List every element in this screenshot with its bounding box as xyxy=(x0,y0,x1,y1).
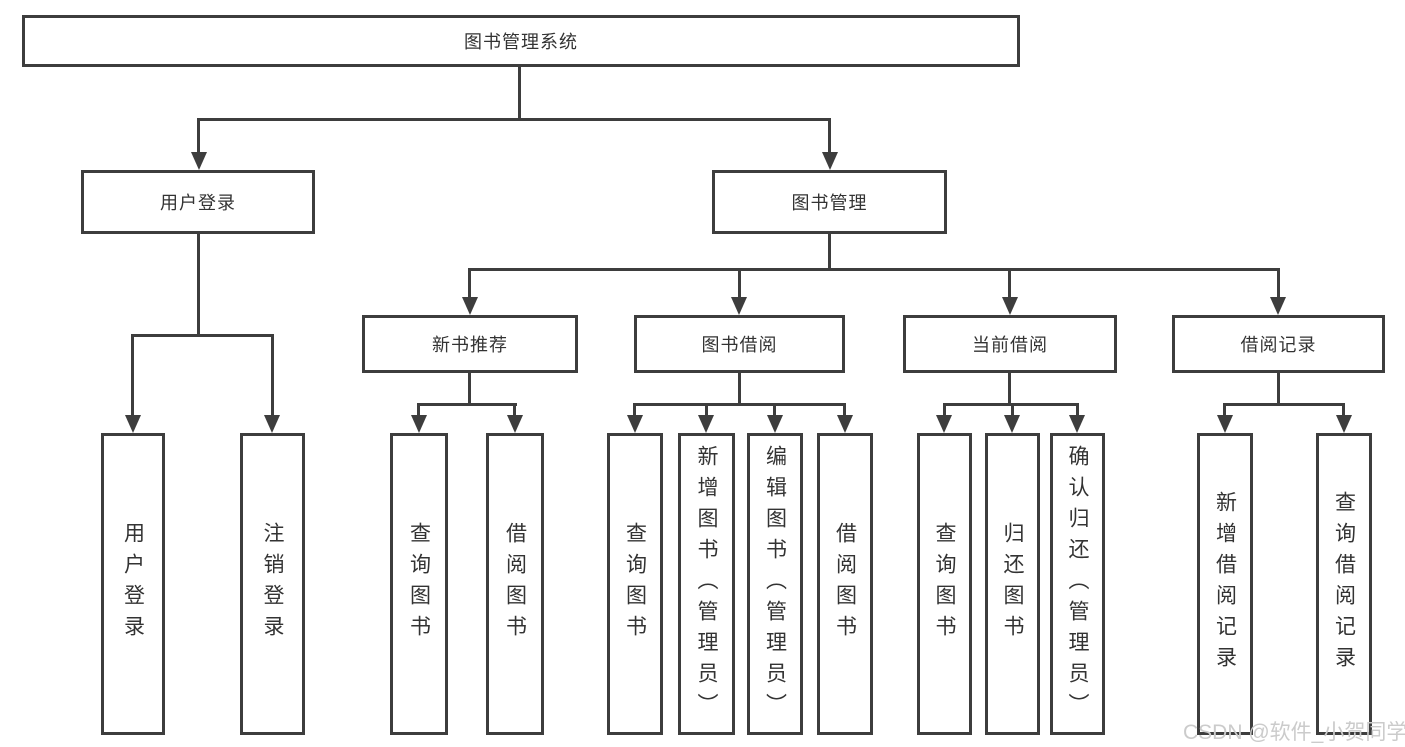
leaf-records-add-label: 新增借阅记录 xyxy=(1213,491,1237,677)
arrow-down-icon xyxy=(1270,297,1286,315)
connector-line xyxy=(468,373,471,406)
connector-line xyxy=(1011,403,1014,416)
connector-line xyxy=(738,268,741,298)
node-book-borrowing-label: 图书借阅 xyxy=(701,335,778,355)
connector-line xyxy=(468,268,1280,271)
arrow-down-icon xyxy=(1217,415,1233,433)
leaf-current-query: 查询图书 xyxy=(917,433,972,735)
node-book-management: 图书管理 xyxy=(712,170,947,234)
arrow-down-icon xyxy=(1002,297,1018,315)
node-user-login: 用户登录 xyxy=(81,170,315,234)
arrow-down-icon xyxy=(936,415,952,433)
leaf-newbooks-query-label: 查询图书 xyxy=(407,522,431,646)
connector-line xyxy=(131,334,134,415)
node-book-management-label: 图书管理 xyxy=(791,193,868,213)
connector-line xyxy=(705,403,708,416)
leaf-borrowing-borrow-label: 借阅图书 xyxy=(833,522,857,646)
connector-line xyxy=(773,403,776,416)
connector-line xyxy=(271,334,274,415)
node-book-borrowing: 图书借阅 xyxy=(634,315,845,373)
connector-line xyxy=(417,403,420,416)
connector-line xyxy=(1008,268,1011,298)
connector-line xyxy=(633,403,846,406)
arrow-down-icon xyxy=(822,152,838,170)
leaf-borrowing-add-admin: 新增图书（管理员） xyxy=(678,433,735,735)
leaf-borrowing-borrow: 借阅图书 xyxy=(817,433,873,735)
node-current-borrowing-label: 当前借阅 xyxy=(972,335,1048,355)
csdn-watermark: CSDN @软件_小贺同学 xyxy=(1183,721,1405,744)
leaf-records-query-label: 查询借阅记录 xyxy=(1332,491,1356,677)
leaf-records-query: 查询借阅记录 xyxy=(1316,433,1372,735)
connector-line xyxy=(738,373,741,406)
node-borrowing-records: 借阅记录 xyxy=(1172,315,1385,373)
leaf-current-confirm-return-admin-label: 确认归还（管理员） xyxy=(1066,444,1089,724)
node-library-system: 图书管理系统 xyxy=(22,15,1020,67)
connector-line xyxy=(828,234,831,271)
leaf-borrowing-edit-admin: 编辑图书（管理员） xyxy=(747,433,803,735)
connector-line xyxy=(1223,403,1345,406)
node-new-book-recommend: 新书推荐 xyxy=(362,315,578,373)
leaf-user-login-label: 用户登录 xyxy=(121,522,145,646)
arrow-down-icon xyxy=(462,297,478,315)
node-current-borrowing: 当前借阅 xyxy=(903,315,1117,373)
connector-line xyxy=(468,268,471,298)
arrow-down-icon xyxy=(191,152,207,170)
connector-line xyxy=(943,403,946,416)
arrow-down-icon xyxy=(1004,415,1020,433)
leaf-borrowing-add-admin-label: 新增图书（管理员） xyxy=(695,444,718,724)
leaf-current-confirm-return-admin: 确认归还（管理员） xyxy=(1050,433,1105,735)
connector-line xyxy=(417,403,517,406)
leaf-current-return: 归还图书 xyxy=(985,433,1040,735)
leaf-newbooks-borrow-label: 借阅图书 xyxy=(503,522,527,646)
arrow-down-icon xyxy=(698,415,714,433)
connector-line xyxy=(513,403,516,416)
arrow-down-icon xyxy=(767,415,783,433)
leaf-current-return-label: 归还图书 xyxy=(1001,522,1024,646)
connector-line xyxy=(828,118,831,154)
leaf-borrowing-edit-admin-label: 编辑图书（管理员） xyxy=(763,444,787,724)
arrow-down-icon xyxy=(125,415,141,433)
connector-line xyxy=(1277,373,1280,406)
leaf-records-add: 新增借阅记录 xyxy=(1197,433,1253,735)
leaf-newbooks-query: 查询图书 xyxy=(390,433,448,735)
leaf-newbooks-borrow: 借阅图书 xyxy=(486,433,544,735)
connector-line xyxy=(1008,373,1011,406)
connector-line xyxy=(1076,403,1079,416)
connector-line xyxy=(1342,403,1345,416)
leaf-current-query-label: 查询图书 xyxy=(933,522,956,646)
connector-line xyxy=(633,403,636,416)
leaf-borrowing-query-label: 查询图书 xyxy=(623,522,647,646)
arrow-down-icon xyxy=(264,415,280,433)
node-user-login-label: 用户登录 xyxy=(160,193,236,213)
node-library-system-label: 图书管理系统 xyxy=(464,32,578,52)
connector-line xyxy=(131,334,274,337)
arrow-down-icon xyxy=(507,415,523,433)
connector-line xyxy=(197,118,831,121)
connector-line xyxy=(197,234,200,336)
arrow-down-icon xyxy=(627,415,643,433)
arrow-down-icon xyxy=(837,415,853,433)
node-new-book-recommend-label: 新书推荐 xyxy=(432,335,508,355)
leaf-borrowing-query: 查询图书 xyxy=(607,433,663,735)
connector-line xyxy=(843,403,846,416)
arrow-down-icon xyxy=(411,415,427,433)
leaf-logout-label: 注销登录 xyxy=(261,522,284,646)
leaf-logout: 注销登录 xyxy=(240,433,305,735)
arrow-down-icon xyxy=(731,297,747,315)
arrow-down-icon xyxy=(1069,415,1085,433)
arrow-down-icon xyxy=(1336,415,1352,433)
connector-line xyxy=(1277,268,1280,298)
connector-line xyxy=(197,118,200,154)
leaf-user-login: 用户登录 xyxy=(101,433,165,735)
node-borrowing-records-label: 借阅记录 xyxy=(1240,335,1317,355)
connector-line xyxy=(518,67,521,120)
connector-line xyxy=(1223,403,1226,416)
